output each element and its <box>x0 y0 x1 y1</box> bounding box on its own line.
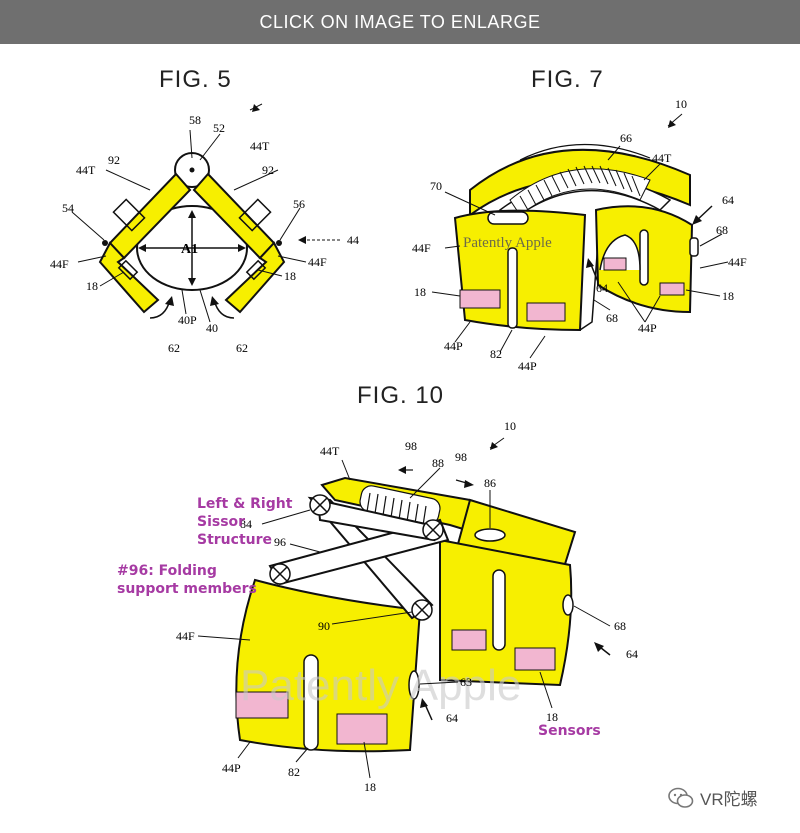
fig5-label-62-left: 62 <box>168 341 180 355</box>
fig10-label-18-bottom: 18 <box>364 780 376 794</box>
fig5-right-arm <box>192 172 286 314</box>
fig7-label-44P-right: 44P <box>638 321 657 335</box>
fig10-label-44P: 44P <box>222 761 241 775</box>
fig7-label-18-left: 18 <box>414 285 426 299</box>
fig5-label-18-right: 18 <box>284 269 296 283</box>
fig7-label-64-top: 64 <box>722 193 734 207</box>
fig10-label-84: 84 <box>240 517 252 531</box>
fig10-label-96: 96 <box>274 535 286 549</box>
fig10-watermark: Patently Apple <box>240 661 521 710</box>
fig5-label-56: 56 <box>293 197 305 211</box>
fig10-label-18-right: 18 <box>546 710 558 724</box>
annotation-folding-line1: #96: Folding <box>117 563 217 579</box>
fig5-label-44F-left: 44F <box>50 257 69 271</box>
fig5-label-54: 54 <box>62 201 74 215</box>
fig10-label-86: 86 <box>484 476 496 490</box>
fig7-label-44P-bottom: 44P <box>518 359 537 373</box>
fig7-label-68-right: 68 <box>716 223 728 237</box>
wechat-logo: VR陀螺 <box>668 785 758 810</box>
annotation-folding-line2: support members <box>117 581 257 597</box>
fig10-label-44T: 44T <box>320 444 340 458</box>
fig7-label-82: 82 <box>490 347 502 361</box>
fig10-label-82: 82 <box>288 765 300 779</box>
fig7-label-44F-right: 44F <box>728 255 747 269</box>
annotation-scissor-line2: Sissor <box>197 514 246 530</box>
fig10-label-68: 68 <box>614 619 626 633</box>
fig10-label-10: 10 <box>504 419 516 433</box>
fig5-label-A1: A1 <box>181 242 198 257</box>
fig10-label-90: 90 <box>318 619 330 633</box>
fig5-label-58: 58 <box>189 113 201 127</box>
fig7-watermark: Patently Apple <box>463 235 552 251</box>
fig10-label-64-right: 64 <box>626 647 638 661</box>
fig10-label-98-right: 98 <box>455 450 467 464</box>
fig7-title: FIG. 7 <box>531 66 604 93</box>
fig5-label-40: 40 <box>206 321 218 335</box>
fig7-label-66: 66 <box>620 131 632 145</box>
annotation-scissor-line1: Left & Right <box>197 496 293 512</box>
fig5-left-arm <box>98 172 192 314</box>
fig5-label-62-right: 62 <box>236 341 248 355</box>
fig5-label-44: 44 <box>347 233 359 247</box>
fig7-label-64-mid: 64 <box>596 281 608 295</box>
fig10-label-44F: 44F <box>176 629 195 643</box>
fig5-label-52: 52 <box>213 121 225 135</box>
fig7-label-44P-left: 44P <box>444 339 463 353</box>
annotation-sensors: Sensors <box>538 723 601 739</box>
annotation-scissor-line3: Structure <box>197 532 273 548</box>
fig7-label-68-mid: 68 <box>606 311 618 325</box>
fig7-label-10: 10 <box>675 97 687 111</box>
fig10-label-64-mid: 64 <box>446 711 458 725</box>
fig5-label-44T-right: 44T <box>250 139 270 153</box>
enlarge-banner[interactable]: CLICK ON IMAGE TO ENLARGE <box>0 0 800 44</box>
fig5-label-92-right: 92 <box>262 163 274 177</box>
fig10-label-98-left: 98 <box>405 439 417 453</box>
fig10-label-63: 63 <box>460 675 472 689</box>
fig7-label-44F-left: 44F <box>412 241 431 255</box>
fig5-label-92-left: 92 <box>108 153 120 167</box>
fig7-label-70: 70 <box>430 179 442 193</box>
fig5-label-44F-right: 44F <box>308 255 327 269</box>
fig5-label-18-left: 18 <box>86 279 98 293</box>
fig10-label-88: 88 <box>432 456 444 470</box>
fig5-label-44T-left: 44T <box>76 163 96 177</box>
fig5-label-40P: 40P <box>178 313 197 327</box>
fig7-label-44T: 44T <box>652 151 672 165</box>
fig10-title: FIG. 10 <box>357 382 445 409</box>
wechat-icon <box>668 787 694 808</box>
logo-text: VR陀螺 <box>700 790 758 809</box>
fig5-title: FIG. 5 <box>159 66 232 93</box>
fig7-label-18-right: 18 <box>722 289 734 303</box>
